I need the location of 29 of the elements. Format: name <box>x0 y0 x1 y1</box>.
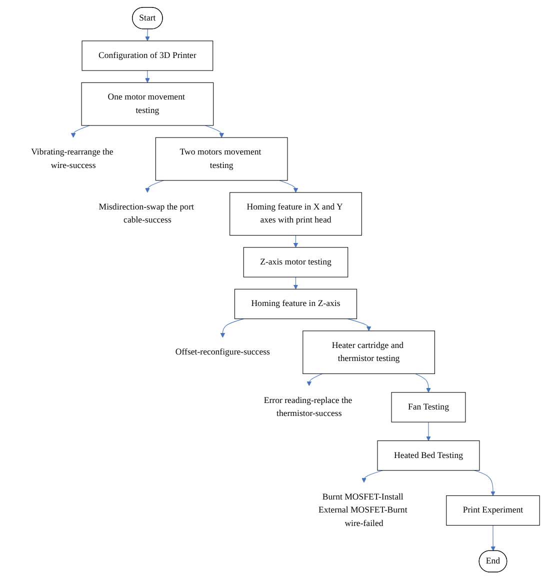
node-box: Configuration of 3D Printer <box>82 40 214 72</box>
arrow <box>205 126 224 138</box>
node-box: Fan Testing <box>391 392 466 423</box>
arrow <box>145 180 164 193</box>
node-box: Print Experiment <box>446 496 540 526</box>
arrow <box>426 422 431 442</box>
arrow <box>70 126 90 138</box>
arrow <box>490 525 496 552</box>
node-text: Error reading-replace the thermistor-success <box>264 396 352 419</box>
node-text: Misdirection-swap the port cable-success <box>98 202 194 226</box>
arrow <box>362 470 383 483</box>
node-box: Heated Bed Testing <box>377 440 480 471</box>
node-box: Homing feature in X and Y axes with print head <box>230 192 362 236</box>
node-box: Heater cartridge and thermistor testing <box>302 330 435 374</box>
arrow <box>279 180 298 193</box>
arrow <box>306 374 323 386</box>
node-text: Offset-reconfigure-success <box>175 348 270 358</box>
node-box: One motor movement testing <box>81 82 214 126</box>
node-box: Two motors movement testing <box>155 138 288 181</box>
arrow <box>145 70 150 84</box>
node-box: Z-axis motor testing <box>243 247 348 278</box>
arrow <box>293 235 298 248</box>
arrow <box>415 374 431 393</box>
arrow <box>145 29 150 42</box>
node-text: Vibrating-rearrange the wire-success <box>31 148 114 170</box>
node-box: Homing feature in Z-axis <box>234 289 358 320</box>
arrow <box>474 470 496 496</box>
node-text: Burnt MOSFET-Install External MOSFET-Burnt wire-failed <box>318 492 408 528</box>
arrow <box>293 277 298 290</box>
